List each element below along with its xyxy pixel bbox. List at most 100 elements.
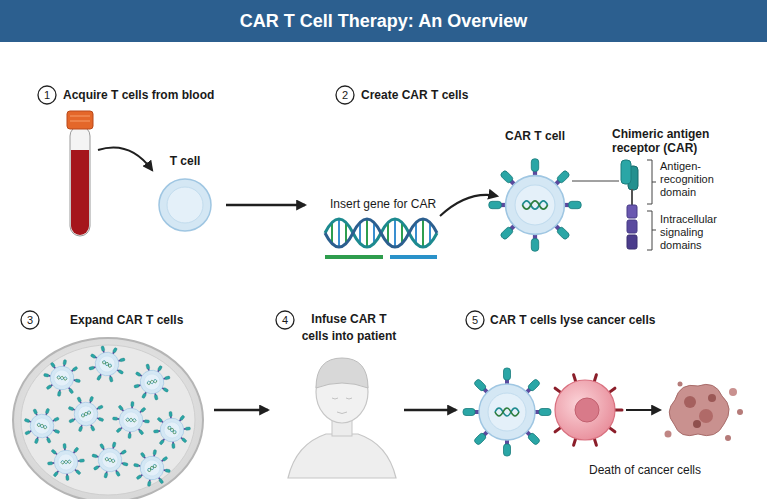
base-pair xyxy=(415,223,417,243)
base-pair xyxy=(338,219,340,247)
step-heading: CAR T cells lyse cancer cells xyxy=(490,311,655,329)
step-heading: Acquire T cells from blood xyxy=(63,86,214,104)
gene-label: Insert gene for CAR xyxy=(330,197,436,211)
dish-cell xyxy=(146,404,198,456)
blood-tube xyxy=(67,111,93,236)
debris xyxy=(729,388,737,396)
dish-rim xyxy=(13,338,203,499)
flow-arrow xyxy=(98,148,152,171)
tube-blood xyxy=(71,150,89,235)
cell-membrane xyxy=(159,179,211,231)
cancer-spike xyxy=(594,439,596,446)
cell-label: T cell xyxy=(145,154,225,169)
step-circle-outline xyxy=(276,311,294,329)
step-heading: Create CAR T cells xyxy=(361,86,468,104)
step-circle: 3Expand CAR T cells xyxy=(20,310,40,330)
cancer-spike xyxy=(574,439,576,446)
car-t-cell-drawing xyxy=(489,159,581,251)
step-circle: 2Create CAR T cells xyxy=(335,85,355,105)
bracket xyxy=(647,160,656,204)
step-circle: 5CAR T cells lyse cancer cells xyxy=(465,310,485,330)
step-number: 5 xyxy=(465,310,485,330)
debris xyxy=(693,420,701,428)
dna-helix xyxy=(325,219,437,259)
patient-face xyxy=(332,398,352,414)
debris xyxy=(699,409,713,423)
cell-label: CAR T cell xyxy=(485,129,585,144)
dish-cell xyxy=(111,400,151,440)
base-pair xyxy=(345,223,347,243)
tube-cap xyxy=(70,115,90,117)
step-circle-outline xyxy=(21,311,39,329)
signaling-domain xyxy=(627,220,637,233)
cancer-spike xyxy=(555,375,622,445)
patient xyxy=(288,358,396,478)
cell-nucleus xyxy=(167,187,203,223)
dish-cell xyxy=(87,437,132,482)
dna-strand xyxy=(325,219,437,247)
node-outline xyxy=(158,178,212,232)
dish-cell xyxy=(46,442,86,482)
debris xyxy=(665,431,672,438)
step-circle: 4Infuse CAR T cells into patient xyxy=(275,310,295,330)
gene-bar xyxy=(390,255,437,259)
signaling-domain xyxy=(627,235,637,249)
attacking-car-t-cell xyxy=(463,368,551,456)
dish-cell xyxy=(61,389,110,438)
step-circle-outline xyxy=(336,86,354,104)
step-number: 2 xyxy=(335,85,355,105)
title-band xyxy=(0,0,767,42)
dish-cell xyxy=(126,442,177,493)
cancer-spike xyxy=(555,388,561,392)
patient-cap xyxy=(316,358,368,388)
node-outline xyxy=(505,175,565,235)
gene-bar xyxy=(325,255,383,259)
step-circle-outline xyxy=(466,311,484,329)
dish-cell xyxy=(82,339,132,389)
cancer-nucleus xyxy=(575,398,599,422)
dish-cell xyxy=(129,359,174,404)
cancer-spike xyxy=(615,409,622,412)
patient-body xyxy=(288,434,396,478)
flow-arrow xyxy=(226,204,305,207)
signaling-domain xyxy=(627,205,637,218)
dead-cell-debris xyxy=(665,382,744,442)
cancer-cell xyxy=(555,375,622,445)
base-pair xyxy=(429,223,431,243)
cancer-spike xyxy=(555,428,561,432)
dish-cell xyxy=(41,357,84,400)
car-title: Chimeric antigen receptor (CAR) xyxy=(612,127,724,155)
flow-arrow xyxy=(214,409,268,412)
step-heading: Expand CAR T cells xyxy=(70,311,183,329)
cancer-spike xyxy=(594,375,596,382)
base-pair xyxy=(366,219,368,247)
antigen-domain xyxy=(621,160,631,184)
debris xyxy=(678,382,683,387)
hinge xyxy=(631,189,633,205)
bracket xyxy=(647,211,656,250)
domain-label: Antigen-recognition domain xyxy=(660,160,728,199)
debris xyxy=(737,409,743,415)
step-heading: Infuse CAR T cells into patient xyxy=(299,311,399,345)
step-circle: 1Acquire T cells from blood xyxy=(37,85,57,105)
leader-line xyxy=(572,181,619,182)
cancer-membrane xyxy=(555,380,615,440)
debris xyxy=(669,384,729,435)
dna-strand xyxy=(325,219,437,247)
step-circle-outline xyxy=(38,86,56,104)
tube-cap xyxy=(67,111,93,129)
debris xyxy=(708,394,716,402)
cancer-spike xyxy=(609,428,615,432)
car-t-cell: CAR T cell xyxy=(505,175,565,235)
debris xyxy=(684,396,696,408)
outcome-label: Death of cancer cells xyxy=(585,463,705,477)
debris xyxy=(725,435,731,441)
step-number: 3 xyxy=(20,310,40,330)
base-pair xyxy=(373,223,375,243)
title-text: CAR T Cell Therapy: An Overview xyxy=(0,0,767,42)
tube-cap xyxy=(70,120,90,122)
base-pair xyxy=(401,223,403,243)
step-number: 4 xyxy=(275,310,295,330)
